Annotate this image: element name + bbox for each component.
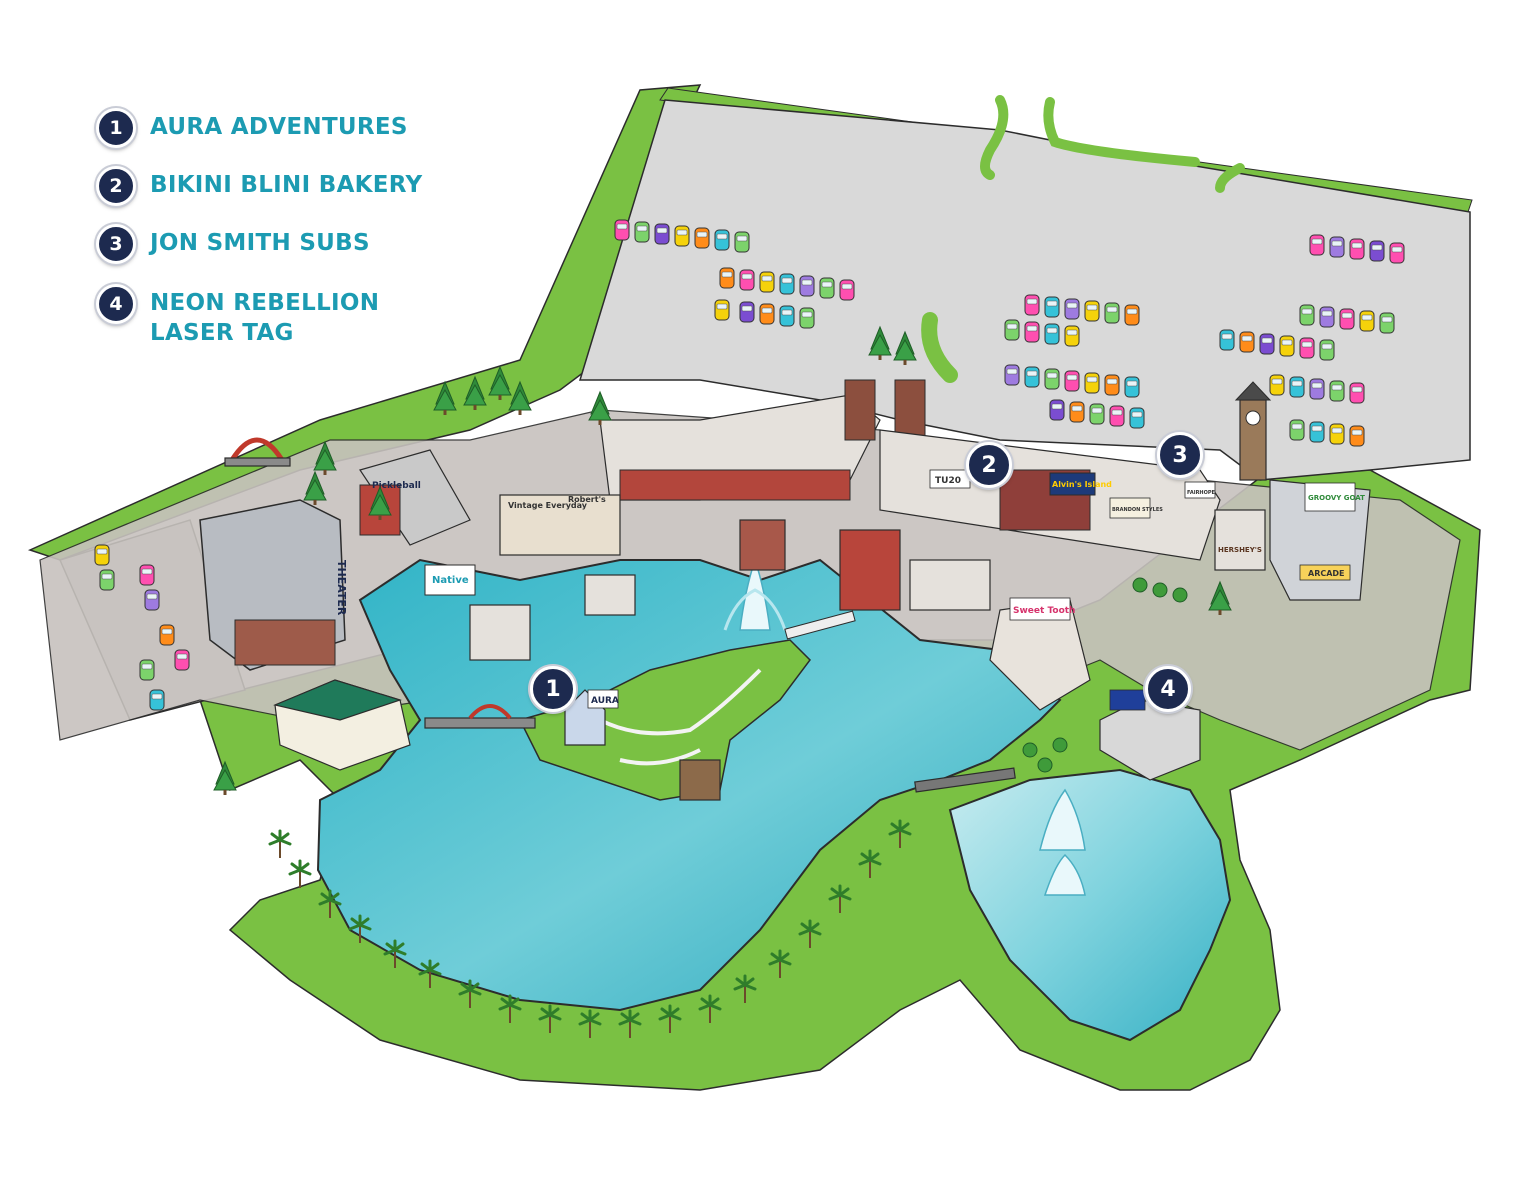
vintage-sign: Vintage Everyday — [508, 501, 588, 510]
marker-badge: 4 — [1145, 666, 1191, 712]
alvins-island-sign: Alvin's Island — [1052, 480, 1112, 489]
aura-sign: AURA — [591, 696, 619, 706]
theater-sign: THEATER — [335, 560, 348, 616]
green-roof-building — [273, 679, 411, 771]
bridge-west — [424, 704, 536, 729]
legend-label: BIKINI BLINI BAKERY — [150, 172, 423, 198]
theater-building: THEATER — [199, 499, 348, 671]
pond — [948, 768, 1232, 1042]
roberts-sign: Robert's — [568, 495, 606, 504]
pickleball-sign: Pickleball — [372, 481, 421, 491]
arcade-sign: ARCADE — [1308, 569, 1345, 578]
legend-badge: 3 — [96, 224, 136, 264]
legend-label: JON SMITH SUBS — [150, 230, 370, 256]
vintage-shops: Vintage Everyday Robert's — [499, 494, 621, 556]
center-shops: Alvin's Island TU20 BRANDON STYLES FAIRH… — [879, 429, 1221, 561]
map-marker-4[interactable]: 4 — [1145, 666, 1191, 712]
bridge-center — [784, 610, 856, 640]
legend-badge: 1 — [96, 108, 136, 148]
aura-building: AURA — [564, 689, 619, 746]
fairhope-sign: FAIRHOPE — [1187, 490, 1216, 496]
native-sign: Native — [432, 575, 469, 586]
clock-tower — [1234, 381, 1272, 481]
bridge-pond — [914, 767, 1016, 793]
north-shops — [599, 379, 926, 501]
marker-badge: 3 — [1157, 432, 1203, 478]
marker-badge: 2 — [966, 442, 1012, 488]
tu20-sign: TU20 — [935, 476, 961, 486]
island — [518, 639, 811, 801]
lakeside-buildings — [469, 519, 991, 801]
legend-item-neon-rebellion-laser-tag[interactable]: 4 NEON REBELLION LASER TAG — [96, 284, 390, 348]
bridge-north — [224, 437, 291, 467]
laser-tag-building — [1099, 689, 1201, 781]
groovy-goat-sign: GROOVY GOAT — [1308, 494, 1365, 502]
legend-item-bikini-blini-bakery[interactable]: 2 BIKINI BLINI BAKERY — [96, 166, 423, 206]
fountain-pond — [1039, 788, 1086, 896]
native-shop: Native — [424, 564, 476, 596]
legend-label: AURA ADVENTURES — [150, 114, 408, 140]
map-marker-1[interactable]: 1 — [530, 666, 576, 712]
legend-item-aura-adventures[interactable]: 1 AURA ADVENTURES — [96, 108, 408, 148]
brandon-styles-sign: BRANDON STYLES — [1112, 507, 1163, 513]
legend-badge: 2 — [96, 166, 136, 206]
hersheys-sign: HERSHEY'S — [1218, 546, 1262, 554]
groovy-goat-building: GROOVY GOAT ARCADE — [1269, 479, 1371, 601]
map-marker-3[interactable]: 3 — [1157, 432, 1203, 478]
sweet-tooth-building: Sweet Tooth — [989, 597, 1091, 711]
legend-item-jon-smith-subs[interactable]: 3 JON SMITH SUBS — [96, 224, 370, 264]
marker-badge: 1 — [530, 666, 576, 712]
map-marker-2[interactable]: 2 — [966, 442, 1012, 488]
legend-badge: 4 — [96, 284, 136, 324]
legend-label: NEON REBELLION LASER TAG — [150, 290, 380, 346]
hersheys-building: HERSHEY'S — [1214, 509, 1266, 571]
sweet-tooth-sign: Sweet Tooth — [1013, 606, 1075, 616]
